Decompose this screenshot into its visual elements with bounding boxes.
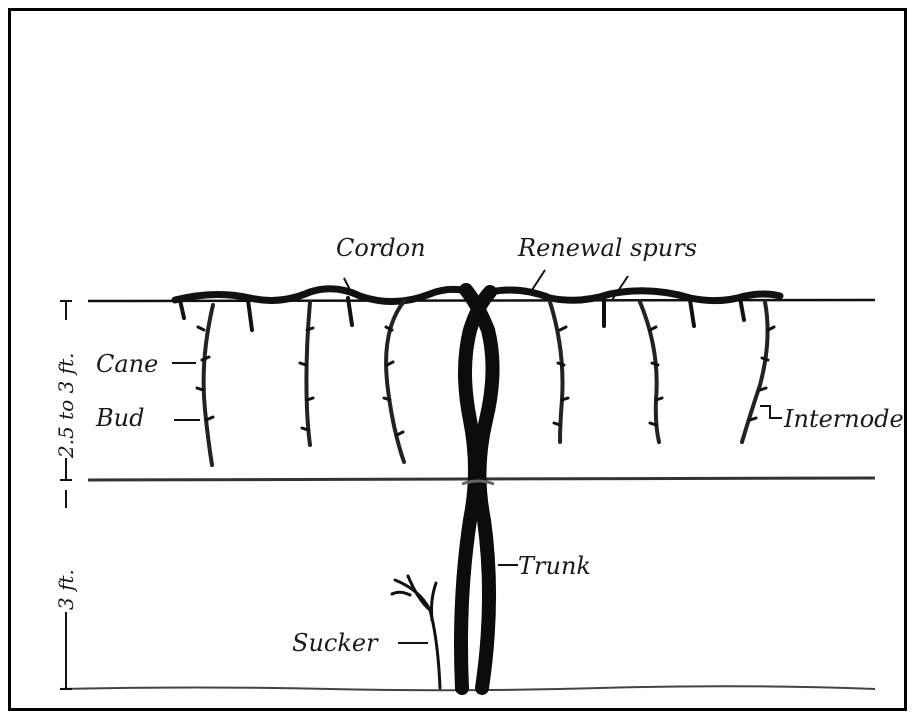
cane-3	[386, 300, 405, 462]
cane-4	[550, 302, 563, 442]
sucker-label: Sucker	[292, 629, 379, 657]
cane-2	[306, 302, 310, 445]
upper-dimension-label: 2.5 to 3 ft.	[54, 353, 78, 459]
renewal-spurs-leader-2	[612, 276, 628, 300]
lower-dimension-label: 3 ft.	[54, 569, 78, 610]
bud-label: Bud	[95, 404, 144, 432]
internode-leader	[760, 406, 782, 418]
cane-5	[640, 302, 659, 442]
cane-6	[742, 302, 768, 442]
renewal-spurs-label: Renewal spurs	[517, 234, 697, 262]
internode-label: Internode	[783, 405, 904, 433]
sucker	[392, 576, 440, 688]
trunk-label: Trunk	[518, 552, 591, 580]
trunk	[461, 290, 493, 688]
renewal-spurs-leader-1	[532, 270, 545, 290]
cane-label: Cane	[96, 350, 158, 378]
cordon-label: Cordon	[336, 234, 426, 262]
